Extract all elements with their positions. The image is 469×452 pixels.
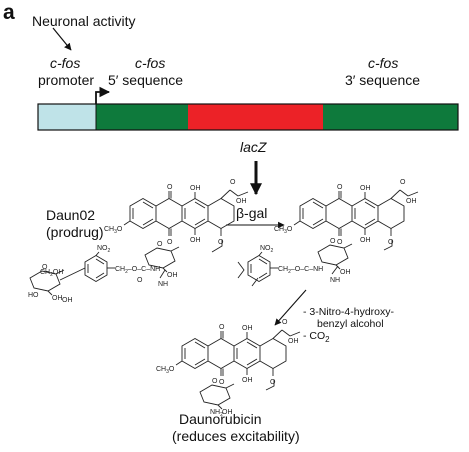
- three-prime-segment: [323, 104, 458, 130]
- promoter-label: promoter: [38, 72, 95, 88]
- svg-text:OH: OH: [62, 297, 73, 304]
- svg-text:CH2OH: CH2OH: [40, 269, 63, 278]
- three-prime-label: 3′ sequence: [345, 72, 421, 88]
- product-note: (reduces excitability): [172, 428, 300, 444]
- intermediate-structure: NH: [237, 178, 419, 287]
- daunorubicin-structure: NH2: [155, 318, 301, 418]
- five-prime-segment: [96, 104, 188, 130]
- prodrug-note: (prodrug): [46, 224, 104, 240]
- svg-text:NH2: NH2: [210, 409, 223, 418]
- svg-text:O: O: [137, 277, 143, 284]
- byproduct-2-subscript: 2: [325, 335, 330, 345]
- svg-text:NH: NH: [330, 277, 340, 284]
- prodrug-name: Daun02: [46, 207, 96, 223]
- five-prime-gene-name: c-fos: [135, 55, 166, 71]
- byproduct-1b: benzyl alcohol: [317, 318, 384, 330]
- activity-label: Neuronal activity: [32, 13, 136, 29]
- lacz-segment: [188, 104, 323, 130]
- panel-label: a: [3, 1, 15, 24]
- svg-text:NH: NH: [158, 281, 168, 288]
- byproduct-1: - 3-Nitro-4-hydroxy-: [303, 306, 395, 318]
- five-prime-label: 5′ sequence: [108, 72, 184, 88]
- daun02-structure: NH O CH2OH HO OH: [28, 178, 249, 304]
- promoter-gene-name: c-fos: [50, 55, 81, 71]
- byproduct-2: - CO2: [303, 330, 330, 345]
- three-prime-gene-name: c-fos: [368, 55, 399, 71]
- promoter-segment: [38, 104, 96, 130]
- product-arrow: [274, 289, 307, 326]
- product-name: Daunorubicin: [179, 411, 262, 427]
- svg-text:HO: HO: [28, 292, 39, 299]
- lacz-label: lacZ: [240, 139, 267, 155]
- enzyme-label: β-gal: [236, 205, 268, 221]
- gene-construct-outline: [37, 103, 459, 131]
